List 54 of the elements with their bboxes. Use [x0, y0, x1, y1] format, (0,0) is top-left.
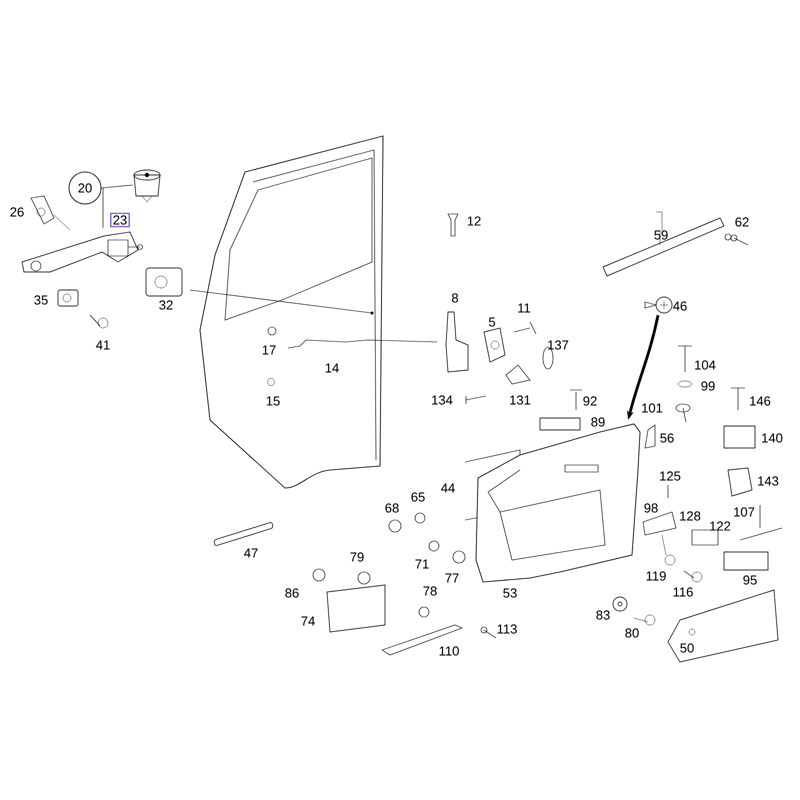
callout-number: 86 — [285, 588, 299, 598]
callout-number: 62 — [735, 217, 749, 227]
callout-number: 68 — [385, 503, 399, 513]
callout-number: 143 — [758, 476, 778, 486]
callout-number: 89 — [591, 417, 605, 427]
callout-number: 41 — [96, 340, 110, 350]
callout-number: 128 — [680, 511, 700, 521]
callout-number: 74 — [301, 616, 315, 626]
callout-number: 56 — [660, 433, 674, 443]
callout-number: 17 — [262, 346, 276, 354]
callout-number: 146 — [750, 396, 770, 406]
door-handle-drawing — [22, 232, 143, 272]
callout-number: 65 — [411, 492, 425, 502]
callout-number: 80 — [625, 628, 639, 638]
callout-number: 59 — [654, 230, 668, 240]
leader-line — [101, 184, 134, 188]
callout-number: 32 — [159, 300, 173, 310]
callout-number: 44 — [441, 484, 455, 492]
callout-number: 104 — [695, 360, 716, 370]
callout-number: 125 — [660, 471, 680, 481]
callout-number: 107 — [734, 507, 754, 517]
callout-number: 95 — [743, 575, 757, 585]
callout-number: 78 — [423, 586, 437, 596]
callout-number: 5 — [488, 317, 496, 327]
callout-number: 113 — [498, 624, 517, 634]
callout-number: 99 — [701, 381, 715, 391]
callout-number: 47 — [244, 548, 258, 558]
callout-number: 116 — [674, 587, 693, 597]
callout-number: 79 — [350, 552, 364, 562]
callout-number: 77 — [445, 574, 459, 582]
callout-number: 26 — [10, 207, 24, 217]
callout-number: 131 — [510, 395, 530, 405]
callout-number: 8 — [452, 293, 458, 303]
clip-drawing — [644, 296, 672, 314]
callout-number: 137 — [548, 340, 568, 350]
callout-number: 83 — [596, 610, 610, 620]
callout-number: 50 — [680, 643, 694, 653]
callout-number: 92 — [583, 396, 597, 406]
callout-number: 15 — [266, 396, 280, 406]
callout-number: 46 — [673, 301, 687, 311]
callout-number: 14 — [326, 364, 339, 372]
highlighted-callout: 23 — [110, 212, 130, 228]
callout-number: 12 — [468, 216, 481, 226]
callout-number: 134 — [432, 395, 452, 405]
callout-number: 101 — [642, 403, 662, 413]
callout-number: 71 — [415, 560, 429, 568]
callout-number: 140 — [762, 433, 782, 443]
callout-number: 122 — [710, 521, 730, 531]
callout-number: 53 — [503, 588, 517, 598]
lock-cylinder-drawing — [134, 170, 160, 202]
leader-line — [102, 188, 104, 228]
callout-number: 35 — [34, 295, 48, 305]
callout-number: 110 — [440, 646, 459, 656]
callout-number: 11 — [518, 304, 530, 312]
